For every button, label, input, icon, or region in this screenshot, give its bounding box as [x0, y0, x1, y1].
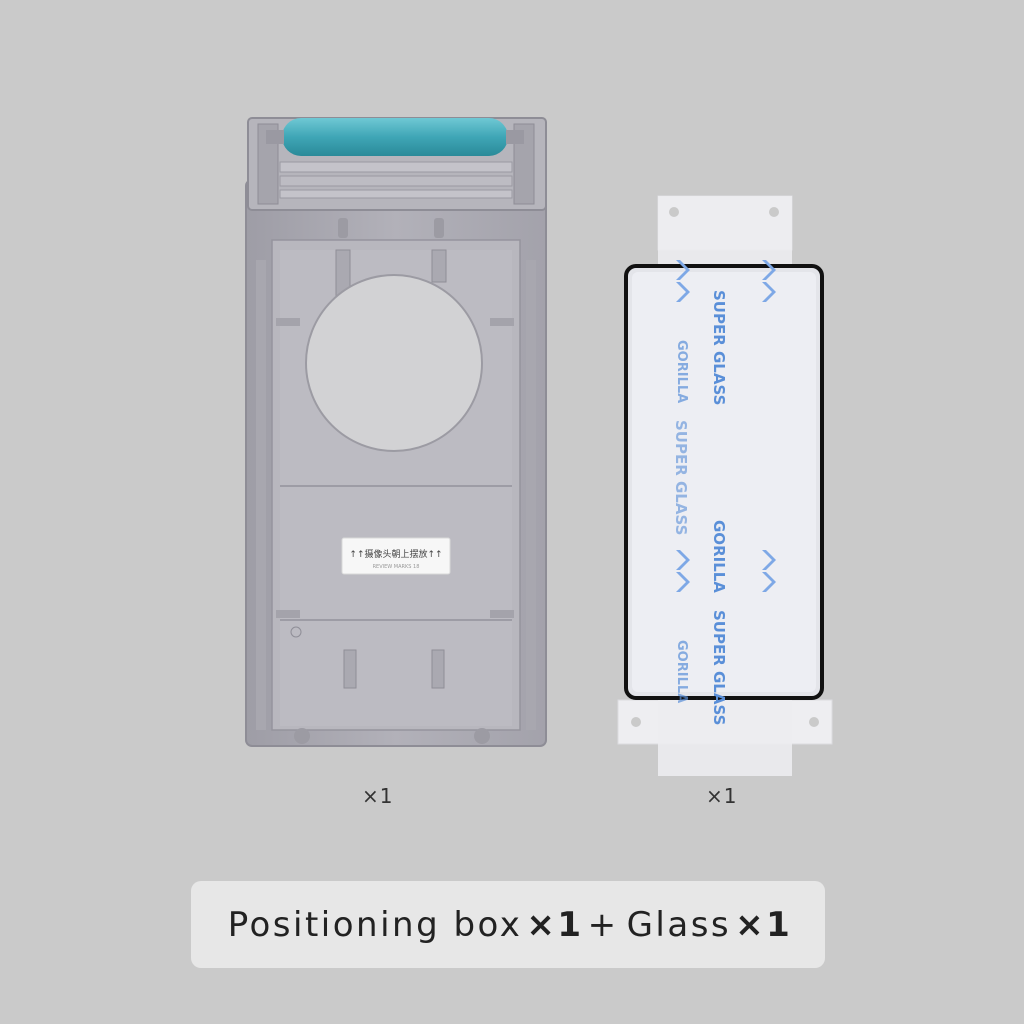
film-text-3: SUPER GLASS — [672, 420, 690, 535]
caption-banner: Positioning box ×1 + Glass ×1 — [191, 881, 825, 968]
caption-item-glass: Glass — [626, 904, 732, 945]
film-text-5: SUPER GLASS — [710, 610, 728, 725]
caption-plus: + — [587, 904, 619, 945]
caption-item-box: Positioning box — [227, 904, 523, 945]
caption-qty-glass: ×1 — [735, 904, 793, 945]
box-quantity: ×1 — [362, 784, 394, 808]
caption-qty-box: ×1 — [526, 904, 584, 945]
tray-label-text: ↑↑摄像头朝上摆放↑↑ — [349, 548, 442, 560]
tray-label-subtext: REVIEW MARKS 18 — [373, 564, 420, 570]
film-text-6: GORILLA — [674, 640, 689, 703]
glass-protector-image: SUPER GLASS GORILLA SUPER GLASS GORILLA … — [610, 190, 850, 780]
film-text-2: GORILLA — [674, 340, 689, 403]
positioning-box-image: ↑↑摄像头朝上摆放↑↑ REVIEW MARKS 18 — [236, 110, 556, 760]
glass-quantity: ×1 — [706, 784, 738, 808]
film-text-4: GORILLA — [710, 520, 728, 593]
film-text-1: SUPER GLASS — [710, 290, 728, 405]
